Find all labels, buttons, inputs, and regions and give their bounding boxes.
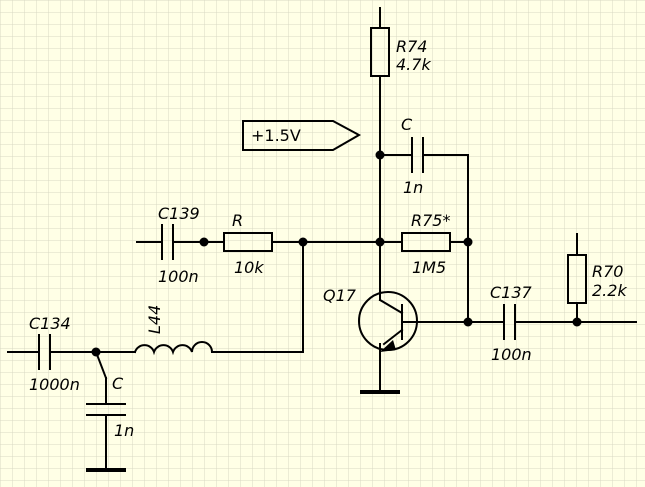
label-c134-value: 1000n bbox=[29, 375, 80, 394]
label-r74: R74 bbox=[396, 37, 427, 56]
label-r70: R70 bbox=[592, 262, 623, 281]
junction-dot bbox=[375, 150, 385, 160]
junction-dot bbox=[199, 237, 209, 247]
label-q17: Q17 bbox=[323, 286, 357, 305]
junction-dot bbox=[572, 317, 582, 327]
junction-dot bbox=[463, 317, 473, 327]
label-r75-value: 1M5 bbox=[412, 258, 446, 277]
label-r70-value: 2.2k bbox=[592, 281, 627, 300]
label-c139: C139 bbox=[158, 204, 200, 223]
label-c139-value: 100n bbox=[158, 267, 199, 286]
junction-dot bbox=[298, 237, 308, 247]
inductor-l44 bbox=[133, 341, 304, 356]
junction-dot bbox=[375, 237, 385, 247]
junction-dot bbox=[91, 347, 101, 357]
capacitor-c-bottom bbox=[86, 350, 126, 472]
label-c-bottom: C bbox=[112, 374, 124, 393]
transistor-q17 bbox=[358, 241, 469, 394]
label-c-top-value: 1n bbox=[403, 178, 423, 197]
capacitor-c139 bbox=[136, 224, 225, 260]
label-c137: C137 bbox=[490, 283, 533, 302]
label-c134: C134 bbox=[29, 314, 71, 333]
label-supply: +1.5V bbox=[251, 126, 301, 145]
supply-flag bbox=[242, 120, 362, 151]
label-r75: R75* bbox=[411, 211, 450, 230]
label-c-top: C bbox=[401, 115, 413, 134]
capacitor-c134 bbox=[7, 334, 136, 370]
label-r-value: 10k bbox=[234, 258, 264, 277]
label-r74-value: 4.7k bbox=[396, 55, 431, 74]
junction-dot bbox=[463, 237, 473, 247]
label-r: R bbox=[232, 211, 243, 230]
label-l44: L44 bbox=[145, 305, 164, 334]
label-c-bottom-value: 1n bbox=[114, 421, 134, 440]
label-c137-value: 100n bbox=[491, 345, 532, 364]
